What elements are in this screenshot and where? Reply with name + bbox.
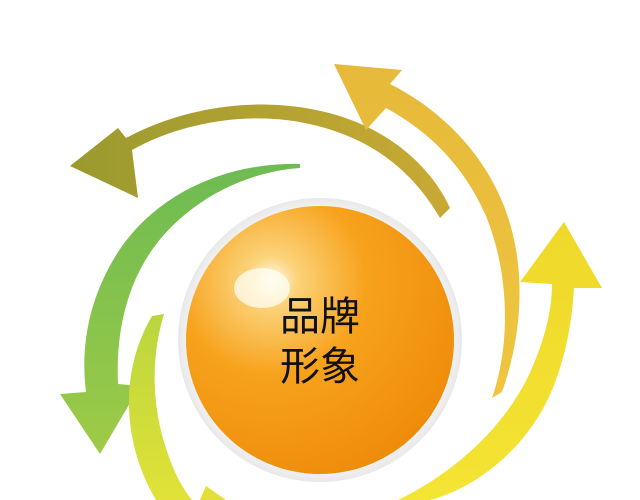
center-label-line2: 形象 xyxy=(280,344,360,390)
yellow-arrow xyxy=(398,222,602,500)
center-label: 品牌 形象 xyxy=(250,292,390,392)
bottom-accent-arrow xyxy=(200,486,226,500)
sphere-highlight xyxy=(234,268,290,308)
center-label-line1: 品牌 xyxy=(280,294,360,340)
olive-arrow xyxy=(70,104,450,218)
green-arrow xyxy=(60,163,300,454)
gold-arrow xyxy=(334,64,520,398)
lime-arrow xyxy=(128,314,192,500)
